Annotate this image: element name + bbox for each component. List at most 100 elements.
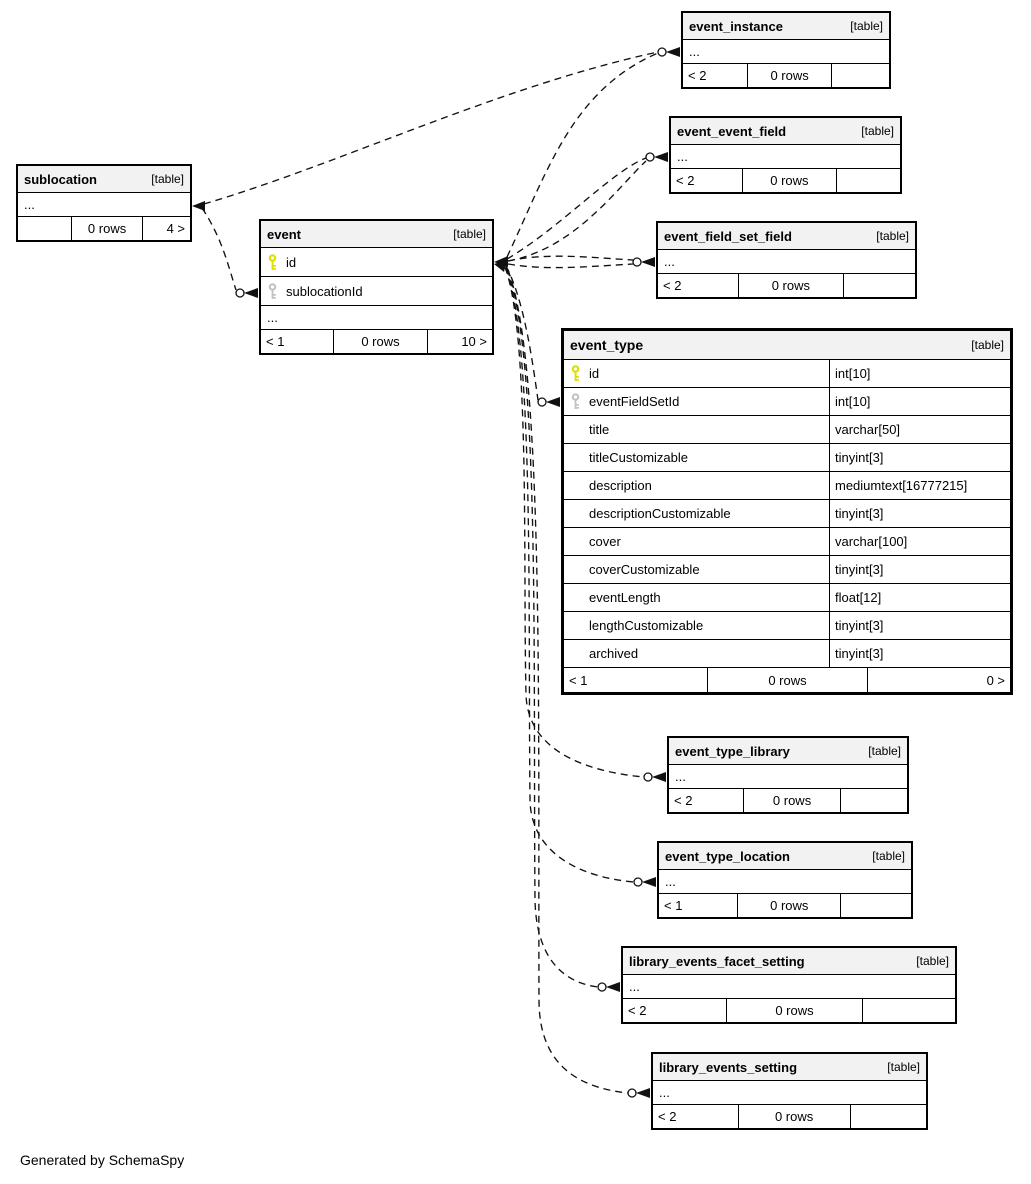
parents-count[interactable]: < 2 (676, 173, 695, 188)
odot-library_events_facet_setting (597, 982, 607, 992)
column-name: titleCustomizable (589, 450, 688, 465)
parents-count[interactable]: < 1 (266, 334, 285, 349)
edge-event-library_events_facet_setting (506, 268, 599, 988)
table-footer: < 2 0 rows (658, 274, 915, 297)
parent-arrow-sublocation (192, 201, 205, 211)
table-event_type_location[interactable]: event_type_location [table] ... < 1 0 ro… (657, 841, 913, 919)
columns-ellipsis: ... (659, 870, 911, 894)
generator-note: Generated by SchemaSpy (20, 1152, 185, 1168)
table-sublocation[interactable]: sublocation [table] ... 0 rows 4 > (16, 164, 192, 242)
table-event_instance[interactable]: event_instance [table] ... < 2 0 rows (681, 11, 891, 89)
parent-arrow-event-2 (494, 260, 507, 272)
rows-count: 0 rows (332, 330, 428, 353)
table-header: event_type_location [table] (659, 843, 911, 870)
column-name: cover (589, 534, 621, 549)
odot-event-sublocationId (235, 288, 245, 298)
table-name[interactable]: library_events_setting (659, 1059, 798, 1075)
parents-count[interactable]: < 2 (674, 793, 693, 808)
table-tag: [table] (887, 1060, 920, 1074)
table-library_events_setting[interactable]: library_events_setting [table] ... < 2 0… (651, 1052, 928, 1130)
children-count (840, 894, 911, 917)
parents-count[interactable]: < 2 (663, 278, 682, 293)
table-name[interactable]: event_type_location (665, 848, 790, 864)
column-type: tinyint[3] (829, 640, 1010, 667)
crowfoot-library_events_facet_setting (606, 982, 620, 992)
edge-event-event_type_location (505, 267, 635, 883)
table-tag: [table] (868, 744, 901, 758)
children-count (840, 789, 907, 812)
edge-event-event_instance (506, 52, 659, 258)
table-name[interactable]: event_type_library (675, 743, 790, 759)
column-name: archived (589, 646, 639, 661)
children-count[interactable]: 10 > (427, 330, 492, 353)
table-footer: < 2 0 rows (653, 1105, 926, 1128)
odot-event_instance (657, 47, 667, 57)
odot-library_events_setting (627, 1088, 637, 1098)
column-type: float[12] (829, 584, 1010, 611)
column-row-archived: archived tinyint[3] (564, 640, 1010, 668)
table-name[interactable]: event (267, 226, 301, 242)
column-row-cover: cover varchar[100] (564, 528, 1010, 556)
column-type: mediumtext[16777215] (829, 472, 1010, 499)
column-type: int[10] (829, 388, 1010, 415)
column-row-descriptionCustomizable: descriptionCustomizable tinyint[3] (564, 500, 1010, 528)
rows-count: 0 rows (71, 217, 142, 240)
table-tag: [table] (876, 229, 909, 243)
column-row-eventFieldSetId: eventFieldSetId int[10] (564, 388, 1010, 416)
crowfoot-event_event_field (654, 152, 668, 162)
odot-event_type_library (643, 772, 653, 782)
rows-count: 0 rows (741, 169, 836, 192)
columns-ellipsis: ... (653, 1081, 926, 1105)
parents-count[interactable]: < 2 (658, 1109, 677, 1124)
parents-count[interactable]: < 2 (688, 68, 707, 83)
table-header: event_field_set_field [table] (658, 223, 915, 250)
column-name: description (589, 478, 652, 493)
column-row-titleCustomizable: titleCustomizable tinyint[3] (564, 444, 1010, 472)
table-name[interactable]: event_type (570, 337, 644, 353)
table-footer: 0 rows 4 > (18, 217, 190, 240)
table-header: event_event_field [table] (671, 118, 900, 145)
parents-count[interactable]: < 2 (628, 1003, 647, 1018)
columns-ellipsis: ... (18, 193, 190, 217)
edge-event-event_event_field-1 (506, 157, 647, 260)
column-row-id: id (261, 248, 492, 277)
table-footer: < 2 0 rows (671, 169, 900, 192)
children-count[interactable]: 4 > (141, 217, 190, 240)
crowfoot-event_type_location (642, 877, 656, 887)
column-name: eventLength (589, 590, 661, 605)
table-event_field_set_field[interactable]: event_field_set_field [table] ... < 2 0 … (656, 221, 917, 299)
table-event[interactable]: event [table] id sublocationId ... < 1 0… (259, 219, 494, 355)
column-name: id (589, 366, 600, 381)
parents-count[interactable]: < 1 (664, 898, 683, 913)
column-row-coverCustomizable: coverCustomizable tinyint[3] (564, 556, 1010, 584)
table-name[interactable]: library_events_facet_setting (629, 953, 805, 969)
table-tag: [table] (971, 338, 1004, 352)
parents-count[interactable]: < 1 (569, 672, 588, 688)
rows-count: 0 rows (706, 668, 868, 692)
table-name[interactable]: event_field_set_field (664, 228, 792, 244)
table-event_event_field[interactable]: event_event_field [table] ... < 2 0 rows (669, 116, 902, 194)
odot-event_type (537, 397, 547, 407)
table-name[interactable]: event_instance (689, 18, 783, 34)
table-library_events_facet_setting[interactable]: library_events_facet_setting [table] ...… (621, 946, 957, 1024)
column-name: sublocationId (286, 283, 363, 299)
columns-ellipsis: ... (683, 40, 889, 64)
parents-count (18, 217, 71, 240)
edge-sublocation-event (201, 207, 237, 291)
table-name[interactable]: event_event_field (677, 123, 787, 139)
table-footer: < 1 0 rows 0 > (564, 668, 1010, 692)
table-event_type[interactable]: event_type [table] id int[10] eventField… (561, 328, 1013, 695)
table-header: event_type [table] (564, 331, 1010, 360)
rows-count: 0 rows (746, 64, 831, 87)
column-row-id: id int[10] (564, 360, 1010, 388)
column-type: int[10] (829, 360, 1010, 387)
primary-key-icon (570, 365, 581, 382)
table-name[interactable]: sublocation (24, 171, 97, 187)
column-name: coverCustomizable (589, 562, 700, 577)
table-event_type_library[interactable]: event_type_library [table] ... < 2 0 row… (667, 736, 909, 814)
odot-event_event_field (645, 152, 655, 162)
children-count (862, 999, 955, 1022)
children-count[interactable]: 0 > (867, 668, 1010, 692)
table-footer: < 2 0 rows (623, 999, 955, 1022)
